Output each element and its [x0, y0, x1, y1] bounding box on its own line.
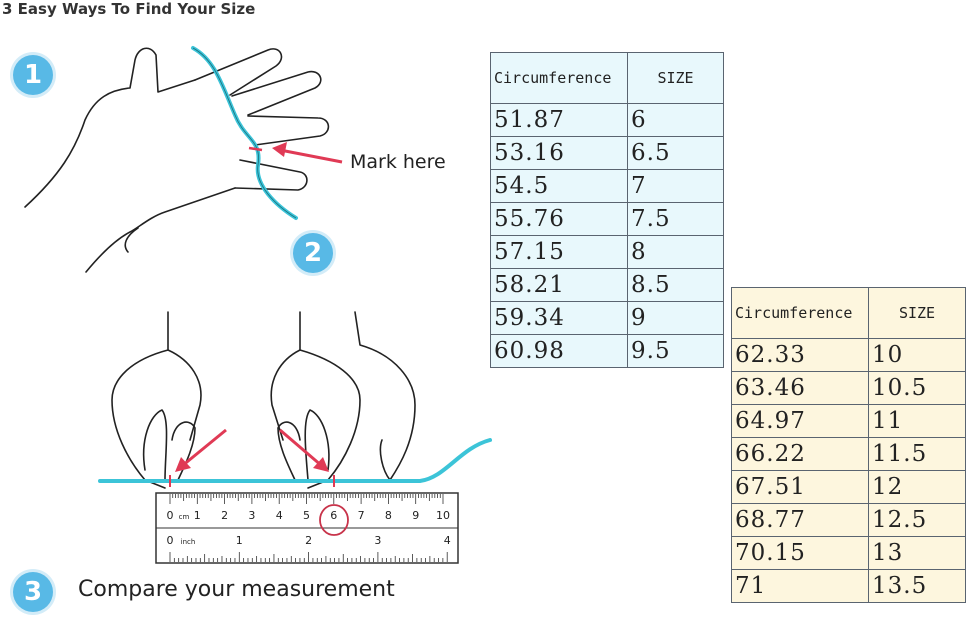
step-1-badge: 1	[13, 55, 53, 95]
size-cell: 13	[868, 536, 966, 570]
size-cell: 9	[627, 301, 724, 335]
size-cell: 13.5	[868, 569, 966, 603]
ruler-cm-ticks	[169, 494, 444, 504]
size-cell: 8	[627, 235, 724, 269]
table1-header-size: SIZE	[627, 52, 724, 104]
mark-arrow-icon	[272, 142, 343, 164]
size-cell: 6.5	[627, 136, 724, 170]
size-cell: 8.5	[627, 268, 724, 302]
circumference-cell: 62.33	[731, 338, 869, 372]
ruler	[155, 492, 459, 564]
size-cell: 7.5	[627, 202, 724, 236]
circumference-cell: 68.77	[731, 503, 869, 537]
ruler-inch-label: 3	[374, 534, 382, 547]
circumference-cell: 57.15	[490, 235, 628, 269]
step-2-badge: 2	[293, 233, 333, 273]
circled-measurement	[319, 504, 349, 536]
ruler-cm-label: 4	[275, 509, 283, 522]
circumference-cell: 54.5	[490, 169, 628, 203]
ruler-cm-label: 10	[436, 509, 450, 522]
size-cell: 6	[627, 103, 724, 137]
table1-header-circumference: Circumference	[490, 52, 628, 104]
circumference-cell: 64.97	[731, 404, 869, 438]
circumference-cell: 51.87	[490, 103, 628, 137]
circumference-cell: 71	[731, 569, 869, 603]
ruler-cm-label: 5	[303, 509, 310, 522]
table2-header-size: SIZE	[868, 287, 966, 339]
ruler-cm-label: 2	[221, 509, 229, 522]
ruler-inch-ticks	[169, 552, 448, 562]
arrow-left-mark-icon	[175, 428, 227, 472]
size-cell: 9.5	[627, 334, 724, 368]
size-cell: 7	[627, 169, 724, 203]
measuring-cord-1	[191, 46, 298, 220]
ruler-inch-label: 1	[235, 534, 243, 547]
ruler-inch-label: 4	[443, 534, 451, 547]
compare-label: Compare your measurement	[78, 577, 395, 602]
circumference-cell: 53.16	[490, 136, 628, 170]
ruler-inch-label: 0	[166, 534, 174, 547]
hand-illustration-1	[24, 47, 330, 273]
circumference-cell: 70.15	[731, 536, 869, 570]
ruler-cm-label: 7	[357, 509, 365, 522]
circumference-cell: 67.51	[731, 470, 869, 504]
circumference-cell: 63.46	[731, 371, 869, 405]
circumference-cell: 59.34	[490, 301, 628, 335]
ruler-cm-label: 6	[330, 509, 338, 522]
arrow-right-mark-icon	[279, 428, 329, 472]
circumference-cell: 58.21	[490, 268, 628, 302]
step-3-badge: 3	[13, 572, 53, 612]
circumference-cell: 60.98	[490, 334, 628, 368]
ruler-cm-label: 3	[248, 509, 256, 522]
circumference-cell: 55.76	[490, 202, 628, 236]
ruler-cm-label: 1	[193, 509, 201, 522]
table2-header-circumference: Circumference	[731, 287, 869, 339]
ruler-inch-label: 2	[305, 534, 313, 547]
circumference-cell: 66.22	[731, 437, 869, 471]
ruler-inch-unit: inch	[180, 538, 196, 546]
ruler-cm-label: 8	[384, 509, 392, 522]
ruler-cm-label: 9	[412, 509, 420, 522]
size-cell: 11	[868, 404, 966, 438]
ruler-cm-unit: cm	[178, 513, 190, 521]
size-cell: 12	[868, 470, 966, 504]
size-cell: 10	[868, 338, 966, 372]
size-cell: 12.5	[868, 503, 966, 537]
ruler-cm-label: 0	[166, 509, 174, 522]
size-cell: 10.5	[868, 371, 966, 405]
hand-illustration-2	[111, 311, 416, 489]
measuring-cord-2	[98, 438, 492, 483]
page-title: 3 Easy Ways To Find Your Size	[2, 0, 256, 18]
mark-here-label: Mark here	[350, 151, 446, 173]
size-cell: 11.5	[868, 437, 966, 471]
cord-mark	[248, 146, 263, 152]
